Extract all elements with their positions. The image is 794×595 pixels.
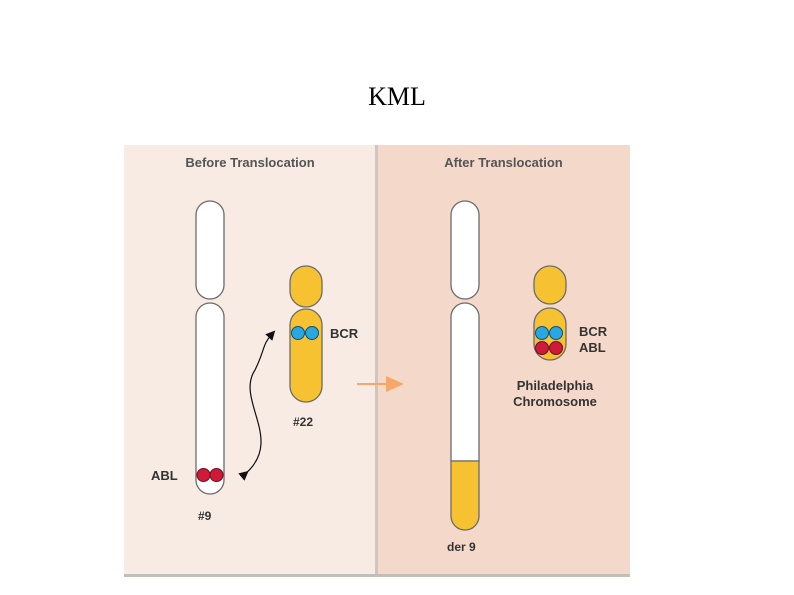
- philadelphia-chromosome: [533, 265, 567, 361]
- bcr-gene-dot: [535, 326, 549, 340]
- chr22-label: #22: [293, 415, 313, 429]
- chromosome-22: [289, 265, 323, 403]
- after-panel-heading: After Translocation: [444, 155, 563, 170]
- page-title: KML: [368, 82, 426, 111]
- der9-short-arm: [450, 200, 480, 300]
- chromosome-9: [195, 200, 225, 495]
- philadelphia-label-line2: Chromosome: [513, 394, 597, 409]
- der9-long-arm-upper: [450, 302, 480, 462]
- before-panel-heading: Before Translocation: [185, 155, 315, 170]
- abl-gene-dot: [209, 468, 224, 482]
- der9-translocated-segment: [450, 460, 480, 531]
- bcr-gene-dot: [305, 326, 319, 340]
- bcr-gene-dot: [549, 326, 563, 340]
- chr9-long-arm: [195, 302, 225, 495]
- der9-label: der 9: [447, 540, 476, 554]
- chr22-long-arm: [289, 308, 323, 403]
- abl-label-after: ABL: [579, 340, 606, 355]
- bcr-label-after: BCR: [579, 324, 608, 339]
- bottom-rule: [124, 574, 630, 577]
- after-translocation-panel: After Translocation: [377, 145, 630, 575]
- exchange-arrow: [238, 330, 276, 481]
- transition-arrow: [357, 376, 404, 392]
- chr9-short-arm: [195, 200, 225, 300]
- abl-gene-dot: [196, 468, 211, 482]
- ph-short-arm: [533, 265, 567, 305]
- der9-chromosome: [450, 200, 480, 531]
- bcr-gene-dot: [291, 326, 305, 340]
- bcr-label-before: BCR: [330, 326, 359, 341]
- abl-label-before: ABL: [151, 468, 178, 483]
- philadelphia-label-line1: Philadelphia: [517, 378, 594, 393]
- abl-gene-dot: [549, 341, 563, 355]
- panel-divider: [375, 145, 378, 575]
- chr9-label: #9: [198, 509, 212, 523]
- abl-gene-dot: [535, 341, 549, 355]
- chr22-short-arm: [289, 265, 323, 308]
